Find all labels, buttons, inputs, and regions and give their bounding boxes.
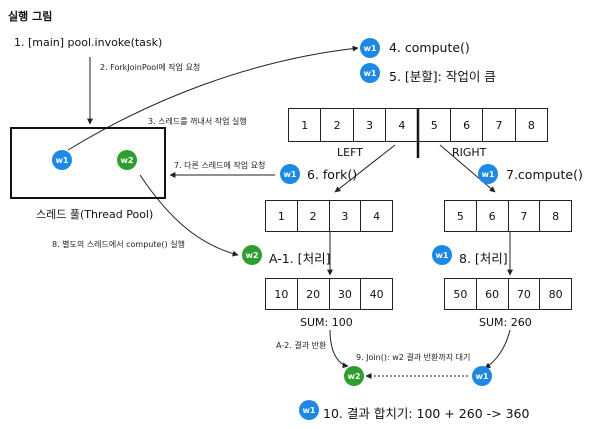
thread-pool-label: 스레드 풀(Thread Pool) bbox=[36, 208, 154, 221]
w1-pool-badge: w1 bbox=[52, 150, 72, 170]
left-values-array: 10 20 30 40 bbox=[265, 278, 393, 310]
w2-process-badge: w2 bbox=[242, 245, 262, 265]
array-cell: 20 bbox=[298, 279, 330, 309]
right-array: 5 6 7 8 bbox=[444, 200, 572, 232]
step9-label: 9. Join(): w2 결과 반환까지 대기 bbox=[356, 353, 471, 362]
array-cell: 6 bbox=[451, 109, 484, 141]
array-cell: 2 bbox=[321, 109, 354, 141]
array-cell: 50 bbox=[445, 279, 477, 309]
w1-split-badge: w1 bbox=[360, 63, 380, 83]
step3-label: 3. 스레드를 꺼내서 작업 실행 bbox=[148, 117, 247, 126]
w1-fork-badge: w1 bbox=[280, 164, 300, 184]
step7b-label: 7.compute() bbox=[506, 167, 583, 182]
diagram-title: 실행 그림 bbox=[8, 10, 53, 23]
array-cell: 6 bbox=[477, 201, 509, 231]
array-cell: 70 bbox=[509, 279, 541, 309]
step1-label: 1. [main] pool.invoke(task) bbox=[14, 36, 163, 49]
full-array: 1 2 3 4 5 6 7 8 bbox=[288, 108, 548, 142]
arrow-w2-to-a1 bbox=[139, 174, 239, 257]
step8-label: 8. 별도의 스레드에서 compute() 실행 bbox=[52, 240, 185, 249]
array-cell: 7 bbox=[483, 109, 516, 141]
right-label: RIGHT bbox=[452, 146, 487, 159]
array-cell: 4 bbox=[386, 109, 419, 141]
w2-join-badge: w2 bbox=[344, 366, 364, 386]
array-cell: 30 bbox=[330, 279, 362, 309]
array-cell: 60 bbox=[477, 279, 509, 309]
stepA2-label: A-2. 결과 반환 bbox=[276, 341, 327, 350]
array-cell: 1 bbox=[266, 201, 298, 231]
step8b-label: 8. [처리] bbox=[459, 251, 508, 266]
array-cell: 7 bbox=[509, 201, 541, 231]
arrow-sum-left-to-w2 bbox=[329, 329, 349, 369]
w1-compute-badge: w1 bbox=[360, 38, 380, 58]
w1-compute-right-badge: w1 bbox=[478, 164, 498, 184]
sum-right-label: SUM: 260 bbox=[479, 316, 532, 329]
left-array: 1 2 3 4 bbox=[265, 200, 393, 232]
arrow-w1-to-compute bbox=[67, 45, 359, 151]
w1-merge-badge: w1 bbox=[299, 400, 319, 420]
w1-process-badge: w1 bbox=[432, 245, 452, 265]
step2-label: 2. ForkJoinPool에 작업 요청 bbox=[100, 63, 201, 72]
arrow-split-right bbox=[439, 144, 496, 193]
array-cell: 2 bbox=[298, 201, 330, 231]
w1-join-badge: w1 bbox=[472, 366, 492, 386]
array-cell: 5 bbox=[419, 109, 451, 141]
step4-label: 4. compute() bbox=[389, 40, 470, 55]
stepA1-label: A-1. [처리] bbox=[269, 251, 331, 266]
arrow-sum-right-to-w1 bbox=[484, 329, 511, 369]
left-label: LEFT bbox=[337, 146, 363, 159]
array-cell: 40 bbox=[369, 287, 384, 301]
array-cell: 8 bbox=[552, 209, 560, 223]
array-cell: 3 bbox=[354, 109, 387, 141]
array-cell: 1 bbox=[289, 109, 322, 141]
array-cell: 3 bbox=[330, 201, 362, 231]
step10-label: 10. 결과 합치기: 100 + 260 -> 360 bbox=[323, 406, 530, 421]
array-cell: 8 bbox=[527, 118, 535, 132]
right-values-array: 50 60 70 80 bbox=[444, 278, 572, 310]
arrow-split-left bbox=[334, 144, 396, 193]
array-cell: 4 bbox=[373, 209, 381, 223]
w2-pool-badge: w2 bbox=[117, 150, 137, 170]
thread-pool-box bbox=[10, 127, 166, 199]
array-cell: 10 bbox=[266, 279, 298, 309]
step5-label: 5. [분할]: 작업이 큼 bbox=[389, 69, 496, 84]
sum-left-label: SUM: 100 bbox=[300, 316, 353, 329]
step6-label: 6. fork() bbox=[307, 167, 358, 182]
step7-label: 7. 다른 스레드에 작업 요청 bbox=[174, 161, 266, 170]
array-cell: 80 bbox=[548, 287, 563, 301]
array-cell: 5 bbox=[445, 201, 477, 231]
